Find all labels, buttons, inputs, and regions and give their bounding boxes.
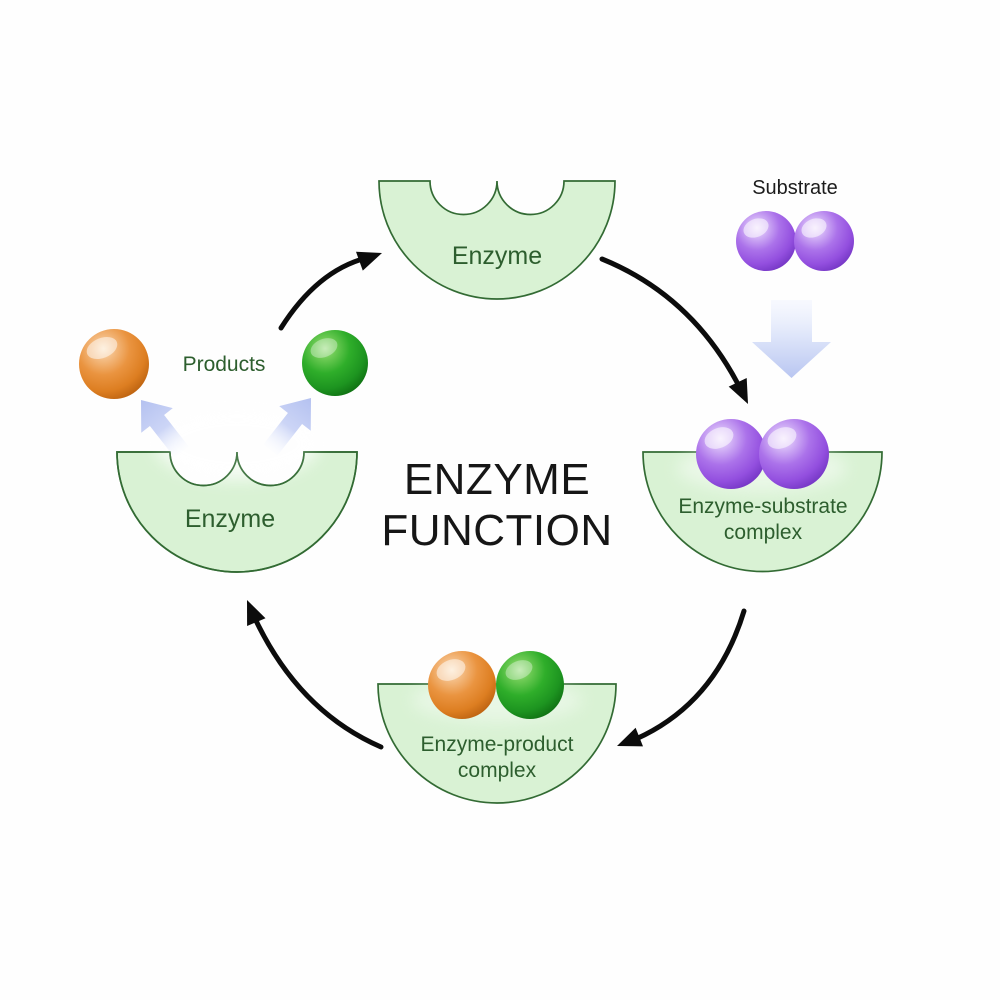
bound-substrate-molecule-1-highlight [704,427,734,449]
product-molecule-green-highlight [310,338,338,358]
products-group: Products [79,329,368,399]
stage-enzyme-left: Enzyme [116,398,358,573]
release-arrow-up-left [141,400,189,458]
bound-product-molecule-green-highlight [505,660,533,680]
cycle-arrowhead-top-left [356,251,382,271]
products-label: Products [183,353,266,376]
bound-substrate-molecule-2 [759,419,829,489]
substrate-group: Substrate [736,177,854,378]
enzyme-left-label: Enzyme [185,505,275,533]
cycle-arrow-products-to-enzyme [278,251,382,331]
substrate-molecule-1-highlight [743,218,769,238]
enzyme-left-outline-redraw [116,451,358,573]
enzyme-substrate-complex-label-line1: Enzyme-substrate [678,495,847,518]
substrate-molecule-2-highlight [801,218,827,238]
substrate-molecule-2 [794,211,854,271]
cycle-arrowhead-bottom-left [247,600,266,626]
enzyme-product-complex-label-line2: complex [458,759,537,782]
diagram-title-line2: FUNCTION [381,506,612,555]
enzyme-top-shape [378,180,616,300]
stage-enzyme-top: Enzyme [378,180,616,300]
substrate-label: Substrate [752,177,838,199]
bound-product-molecule-orange-highlight [436,659,466,681]
cycle-arrowhead-top-right [728,378,748,404]
bound-substrate-molecule-1 [696,419,766,489]
cycle-arrow-product-complex-to-enzyme [247,600,384,750]
substrate-molecule-1 [736,211,796,271]
product-molecule-green [302,330,368,396]
diagram-title-line1: ENZYME [404,455,590,504]
cycle-arrow-enzyme-to-substrate-complex [599,256,748,404]
product-molecule-orange-highlight [86,336,118,360]
cycle-arrows [247,251,748,750]
binding-arrow-down [752,300,831,378]
stage-enzyme-product-complex: Enzyme-product complex [377,651,617,804]
cycle-arrow-substrate-complex-to-product-complex [617,608,747,747]
cycle-arrowhead-bottom-right [617,727,643,747]
bound-substrate-molecule-2-highlight [767,427,797,449]
enzyme-top-label: Enzyme [452,242,542,270]
enzyme-product-complex-label-line1: Enzyme-product [421,733,574,756]
bound-product-molecule-green [496,651,564,719]
enzyme-substrate-complex-label-line2: complex [724,521,803,544]
diagram-title: ENZYME FUNCTION [381,455,612,555]
stage-enzyme-substrate-complex: Enzyme-substrate complex [642,419,883,573]
release-arrow-up-right [263,398,311,456]
